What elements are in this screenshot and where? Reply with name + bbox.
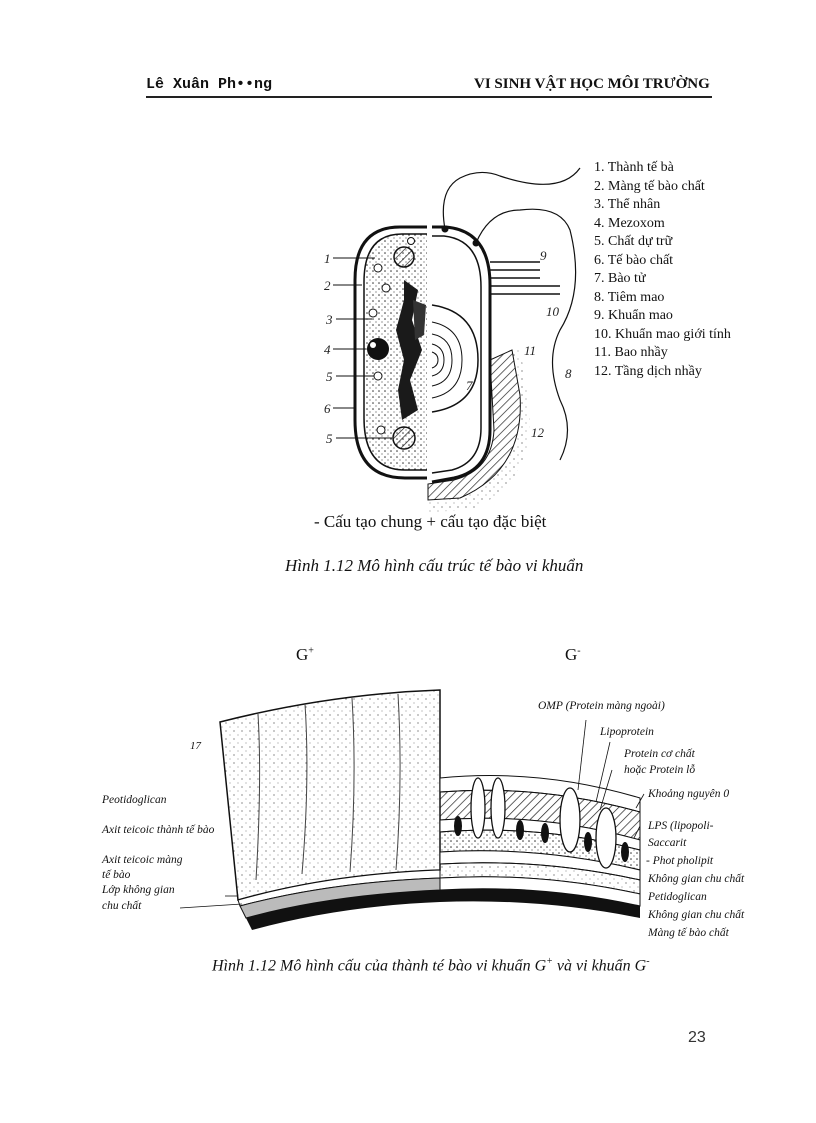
label-khoang-nguyen: Khoảng nguyên 0 bbox=[648, 788, 729, 800]
figure1-caption: Hình 1.12 Mô hình cấu trúc tế bào vi khu… bbox=[285, 556, 583, 576]
legend-item: 4. Mezoxom bbox=[594, 215, 731, 234]
label-number: 1 bbox=[324, 251, 331, 266]
legend-item: 11. Bao nhầy bbox=[594, 344, 731, 363]
legend-item: 9. Khuẩn mao bbox=[594, 307, 731, 326]
legend-item: 1. Thành tế bà bbox=[594, 159, 731, 178]
cell-wall-diagram bbox=[180, 690, 644, 930]
label-number: 9 bbox=[540, 248, 547, 263]
figure1-subcaption: - Cấu tạo chung + cấu tạo đặc biệt bbox=[314, 512, 546, 532]
bacterial-cell-diagram bbox=[333, 168, 580, 512]
label-periplasm-1: Không gian chu chất bbox=[648, 873, 744, 885]
mark-17: 17 bbox=[190, 740, 201, 752]
label-number: 2 bbox=[324, 278, 331, 293]
label-cytoplasmic-membrane: Màng tế bào chất bbox=[648, 927, 729, 939]
gram-positive-heading: G+ bbox=[296, 645, 314, 665]
label-number: 8 bbox=[565, 366, 572, 381]
label-peptidoglican: Peotidoglican bbox=[102, 794, 167, 806]
label-number: 11 bbox=[524, 343, 536, 358]
label-axit-teicoic-wall: Axit teicoic thành tế bào bbox=[102, 824, 214, 836]
label-periplasm-layer: Lớp không gian bbox=[102, 884, 175, 896]
label-omp: OMP (Protein màng ngoài) bbox=[538, 700, 665, 712]
legend-item: 8. Tiêm mao bbox=[594, 289, 731, 308]
label-number: 5 bbox=[326, 369, 333, 384]
label-protein-2: hoặc Protein lỗ bbox=[624, 764, 695, 776]
legend-item: 7. Bào tử bbox=[594, 270, 731, 289]
label-number: 10 bbox=[546, 304, 560, 319]
label-axit-teicoic-membrane: Axit teicoic màng bbox=[102, 854, 182, 866]
label-number: 5 bbox=[326, 431, 333, 446]
legend-item: 3. Thể nhân bbox=[594, 196, 731, 215]
label-lps: LPS (lipopoli- bbox=[648, 820, 714, 832]
label-number: 12 bbox=[531, 425, 545, 440]
label-axit-teicoic-membrane-2: tế bào bbox=[102, 869, 130, 881]
label-lps-2: Saccarit bbox=[648, 837, 686, 849]
gram-negative-heading: G- bbox=[565, 645, 581, 665]
legend-item: 5. Chất dự trữ bbox=[594, 233, 731, 252]
label-number: 4 bbox=[324, 342, 331, 357]
page-number: 23 bbox=[688, 1029, 706, 1047]
figure1-legend: 1. Thành tế bà 2. Màng tế bào chất 3. Th… bbox=[594, 159, 731, 381]
label-number: 7 bbox=[466, 378, 473, 393]
legend-item: 2. Màng tế bào chất bbox=[594, 178, 731, 197]
label-lipoprotein: Lipoprotein bbox=[600, 726, 654, 738]
label-protein: Protein cơ chất bbox=[624, 748, 695, 760]
figure2-caption: Hình 1.12 Mô hình cấu của thành té bào v… bbox=[212, 956, 650, 975]
legend-item: 10. Khuẩn mao giới tính bbox=[594, 326, 731, 345]
label-number: 6 bbox=[324, 401, 331, 416]
label-periplasm-layer-2: chu chất bbox=[102, 900, 141, 912]
label-phospholipid: - Phot pholipit bbox=[646, 855, 713, 867]
legend-item: 6. Tế bào chất bbox=[594, 252, 731, 271]
legend-item: 12. Tầng dịch nhầy bbox=[594, 363, 731, 382]
label-peptidoglican-gneg: Petidoglican bbox=[648, 891, 707, 903]
label-number: 3 bbox=[325, 312, 333, 327]
label-periplasm-2: Không gian chu chất bbox=[648, 909, 744, 921]
